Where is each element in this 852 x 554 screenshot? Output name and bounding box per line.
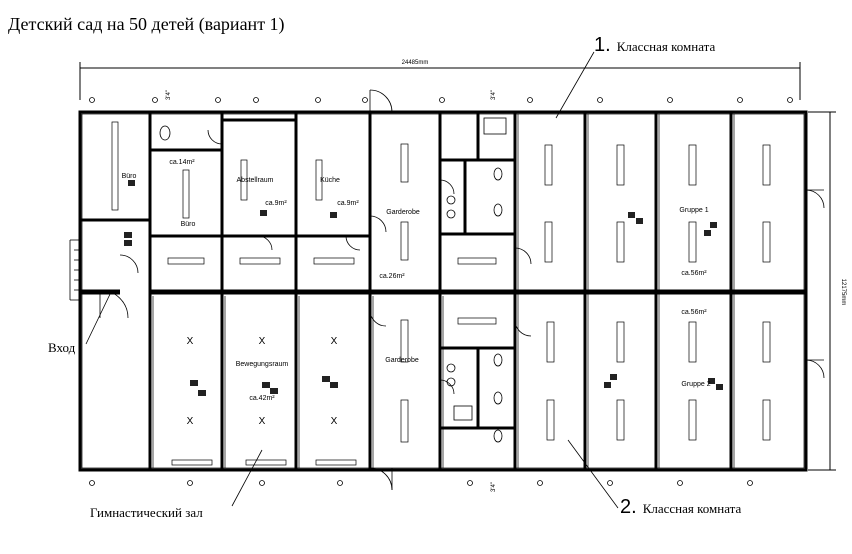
- room-abstellraum-area: ca.9m²: [265, 200, 287, 207]
- door-swings: [99, 89, 825, 491]
- page-title: Детский сад на 50 детей (вариант 1): [8, 14, 285, 34]
- room-garderobe-1-area: ca.26m²: [379, 273, 405, 280]
- dimension-lines: [79, 62, 836, 471]
- toilet-fixtures: [159, 117, 507, 443]
- furniture-items: [124, 180, 723, 396]
- door-label: 3'4": [166, 90, 172, 100]
- room-gruppe-2: Gruppe 2: [681, 381, 710, 388]
- height-dimension: 12175mm: [840, 279, 846, 306]
- callout-text: Классная комната: [642, 501, 742, 516]
- gym-x-marks: X X X X X X: [187, 336, 338, 427]
- room-abstellraum: Abstellraum: [237, 177, 274, 184]
- door-label: 3'4": [491, 482, 497, 492]
- room-kueche-area: ca.9m²: [337, 200, 359, 207]
- room-garderobe-2: Garderobe: [385, 357, 419, 364]
- width-dimension: 24485mm: [402, 60, 429, 66]
- x-mark: X: [331, 416, 338, 427]
- room-labels: Büro Büro ca.14m² Abstellraum ca.9m² Küc…: [122, 159, 711, 402]
- wall-details: [152, 114, 735, 468]
- x-mark: X: [259, 416, 266, 427]
- room-garderobe-1: Garderobe: [386, 209, 420, 216]
- room-buero-2-area: ca.14m²: [169, 159, 195, 166]
- room-buero-2: Büro: [181, 221, 196, 228]
- entrance-stair: [69, 239, 80, 301]
- furniture-shelves: [111, 121, 771, 466]
- x-mark: X: [187, 416, 194, 427]
- x-mark: X: [187, 336, 194, 347]
- room-bewegungsraum: Bewegungsraum: [236, 361, 289, 368]
- gym-callout: Гимнастический зал: [90, 505, 203, 520]
- room-gruppe-1-area: ca.56m²: [681, 270, 707, 277]
- room-buero-1: Büro: [122, 173, 137, 180]
- door-label: 3'4": [491, 90, 497, 100]
- interior-walls: [80, 112, 733, 470]
- room-gruppe-1: Gruppe 1: [679, 207, 708, 214]
- callout-number: 1.: [594, 34, 611, 56]
- callout-text: Классная комната: [616, 39, 716, 54]
- axis-markers: [89, 97, 793, 486]
- room-gruppe-2-area: ca.56m²: [681, 309, 707, 316]
- x-mark: X: [331, 336, 338, 347]
- classroom-1-callout: 1. Классная комната: [594, 34, 715, 57]
- entrance-callout: Вход: [48, 340, 76, 355]
- x-mark: X: [259, 336, 266, 347]
- leader-lines: [85, 51, 619, 509]
- room-kueche: Küche: [320, 177, 340, 184]
- door-labels: 3'4" 3'4" 3'4": [166, 90, 497, 492]
- classroom-2-callout: 2. Классная комната: [620, 496, 741, 519]
- room-bewegungsraum-area: ca.42m²: [249, 395, 275, 402]
- callout-number: 2.: [620, 496, 637, 518]
